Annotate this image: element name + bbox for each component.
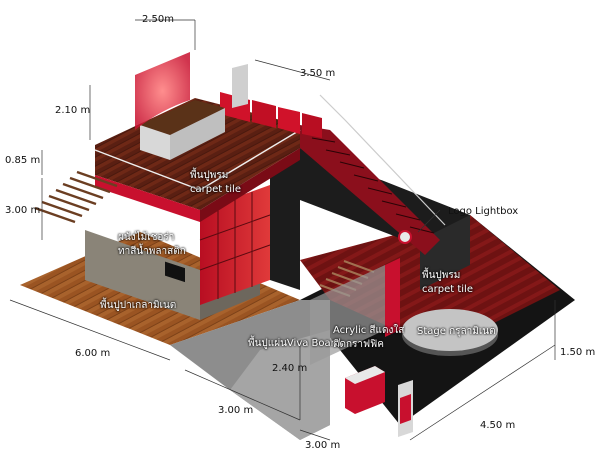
dim-rail-height: 0.85 m [5,155,41,166]
dim-front-length: 6.00 m [75,348,111,359]
label-lower-carpet-en: carpet tile [422,284,473,295]
upper-deck-edge [95,175,200,222]
label-acrylic-line1: Acrylic สีแดงใส [333,325,405,336]
stair-steps [311,137,435,234]
dim-top-width: 2.50m [142,14,175,25]
label-upper-carpet-th: พื้นปูพรม [190,170,229,181]
label-upper-carpet-en: carpet tile [190,184,241,195]
upper-counter-front [140,125,170,160]
stage-top [402,309,498,351]
dim-upper-height: 2.10 m [55,105,91,116]
display-pillar-red [400,394,411,424]
upper-deck-edge-right [200,148,300,222]
tv-screen [165,261,185,283]
dim-right-height: 1.50 m [560,347,596,358]
label-wall-line1: ผนังไม้เชอร่า [118,232,175,243]
red-panel-grid [199,192,271,299]
upper-railing [94,129,301,191]
label-laminate-floor: พื้นปูปาเกลามิเนต [100,300,177,311]
upper-counter-top [140,100,225,135]
staircase [300,125,440,255]
dim-front-mid: 3.00 m [218,405,254,416]
label-viva-board: พื้นปูแผ่นViva Board [248,338,341,349]
label-wall-line2: ทาสีน้ำพลาสติก [118,246,186,257]
dim-inner-height: 2.40 m [272,363,308,374]
logo-lightbox [398,230,412,244]
acrylic-panel [310,265,385,365]
upper-counter-side [170,108,225,160]
back-wall-dark [270,148,470,290]
label-stage: Stage กรุลามิเนต [417,326,496,337]
upper-shelf [232,64,248,108]
dim-front-right: 3.00 m [305,440,341,451]
label-logo-lightbox: Logo Lightbox [448,206,519,217]
dim-right-depth: 4.50 m [480,420,516,431]
display-unit-1-top [345,366,385,384]
stair-handrail [319,94,446,226]
viva-board-floor-shade [230,330,330,440]
dim-lower-height: 3.00 m [5,205,41,216]
label-lower-carpet-th: พื้นปูพรม [422,270,461,281]
lower-wall-front [85,230,200,320]
label-acrylic-line2: ติดกราฟฟิค [333,339,384,350]
dim-top-depth: 3.50 m [300,68,336,79]
dimension-lines [9,19,556,441]
acrylic-red-strip [385,258,400,337]
upper-glow-panel [135,52,190,130]
